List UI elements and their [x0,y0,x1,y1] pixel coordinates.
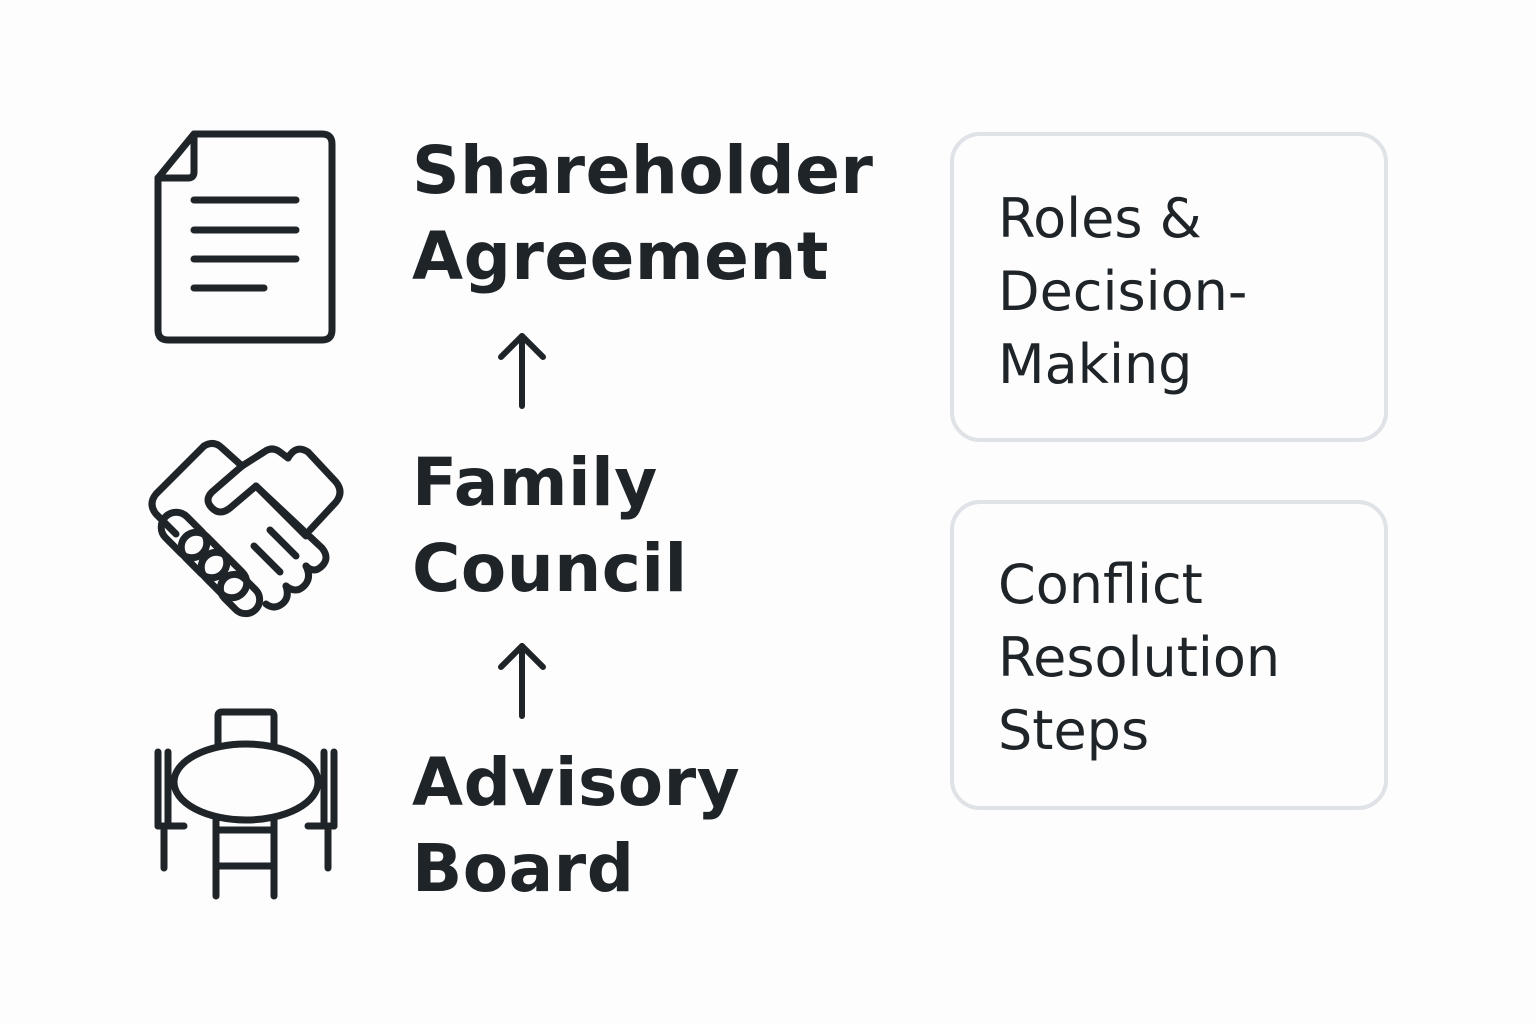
tier-label-shareholder-agreement: Shareholder Agreement [412,132,874,295]
tier-label-family-council: Family Council [412,444,688,607]
card-text: Roles & Decision- Making [998,187,1248,396]
roles-decision-card: Roles & Decision- Making [950,132,1388,442]
up-arrow-icon [496,330,548,414]
up-arrow-icon [496,640,548,724]
handshake-icon [146,438,346,620]
conflict-resolution-card: Conflict Resolution Steps [950,500,1388,810]
document-icon [150,126,340,348]
card-text: Conflict Resolution Steps [998,553,1281,762]
meeting-table-icon [148,708,344,902]
tier-label-advisory-board: Advisory Board [412,744,741,907]
